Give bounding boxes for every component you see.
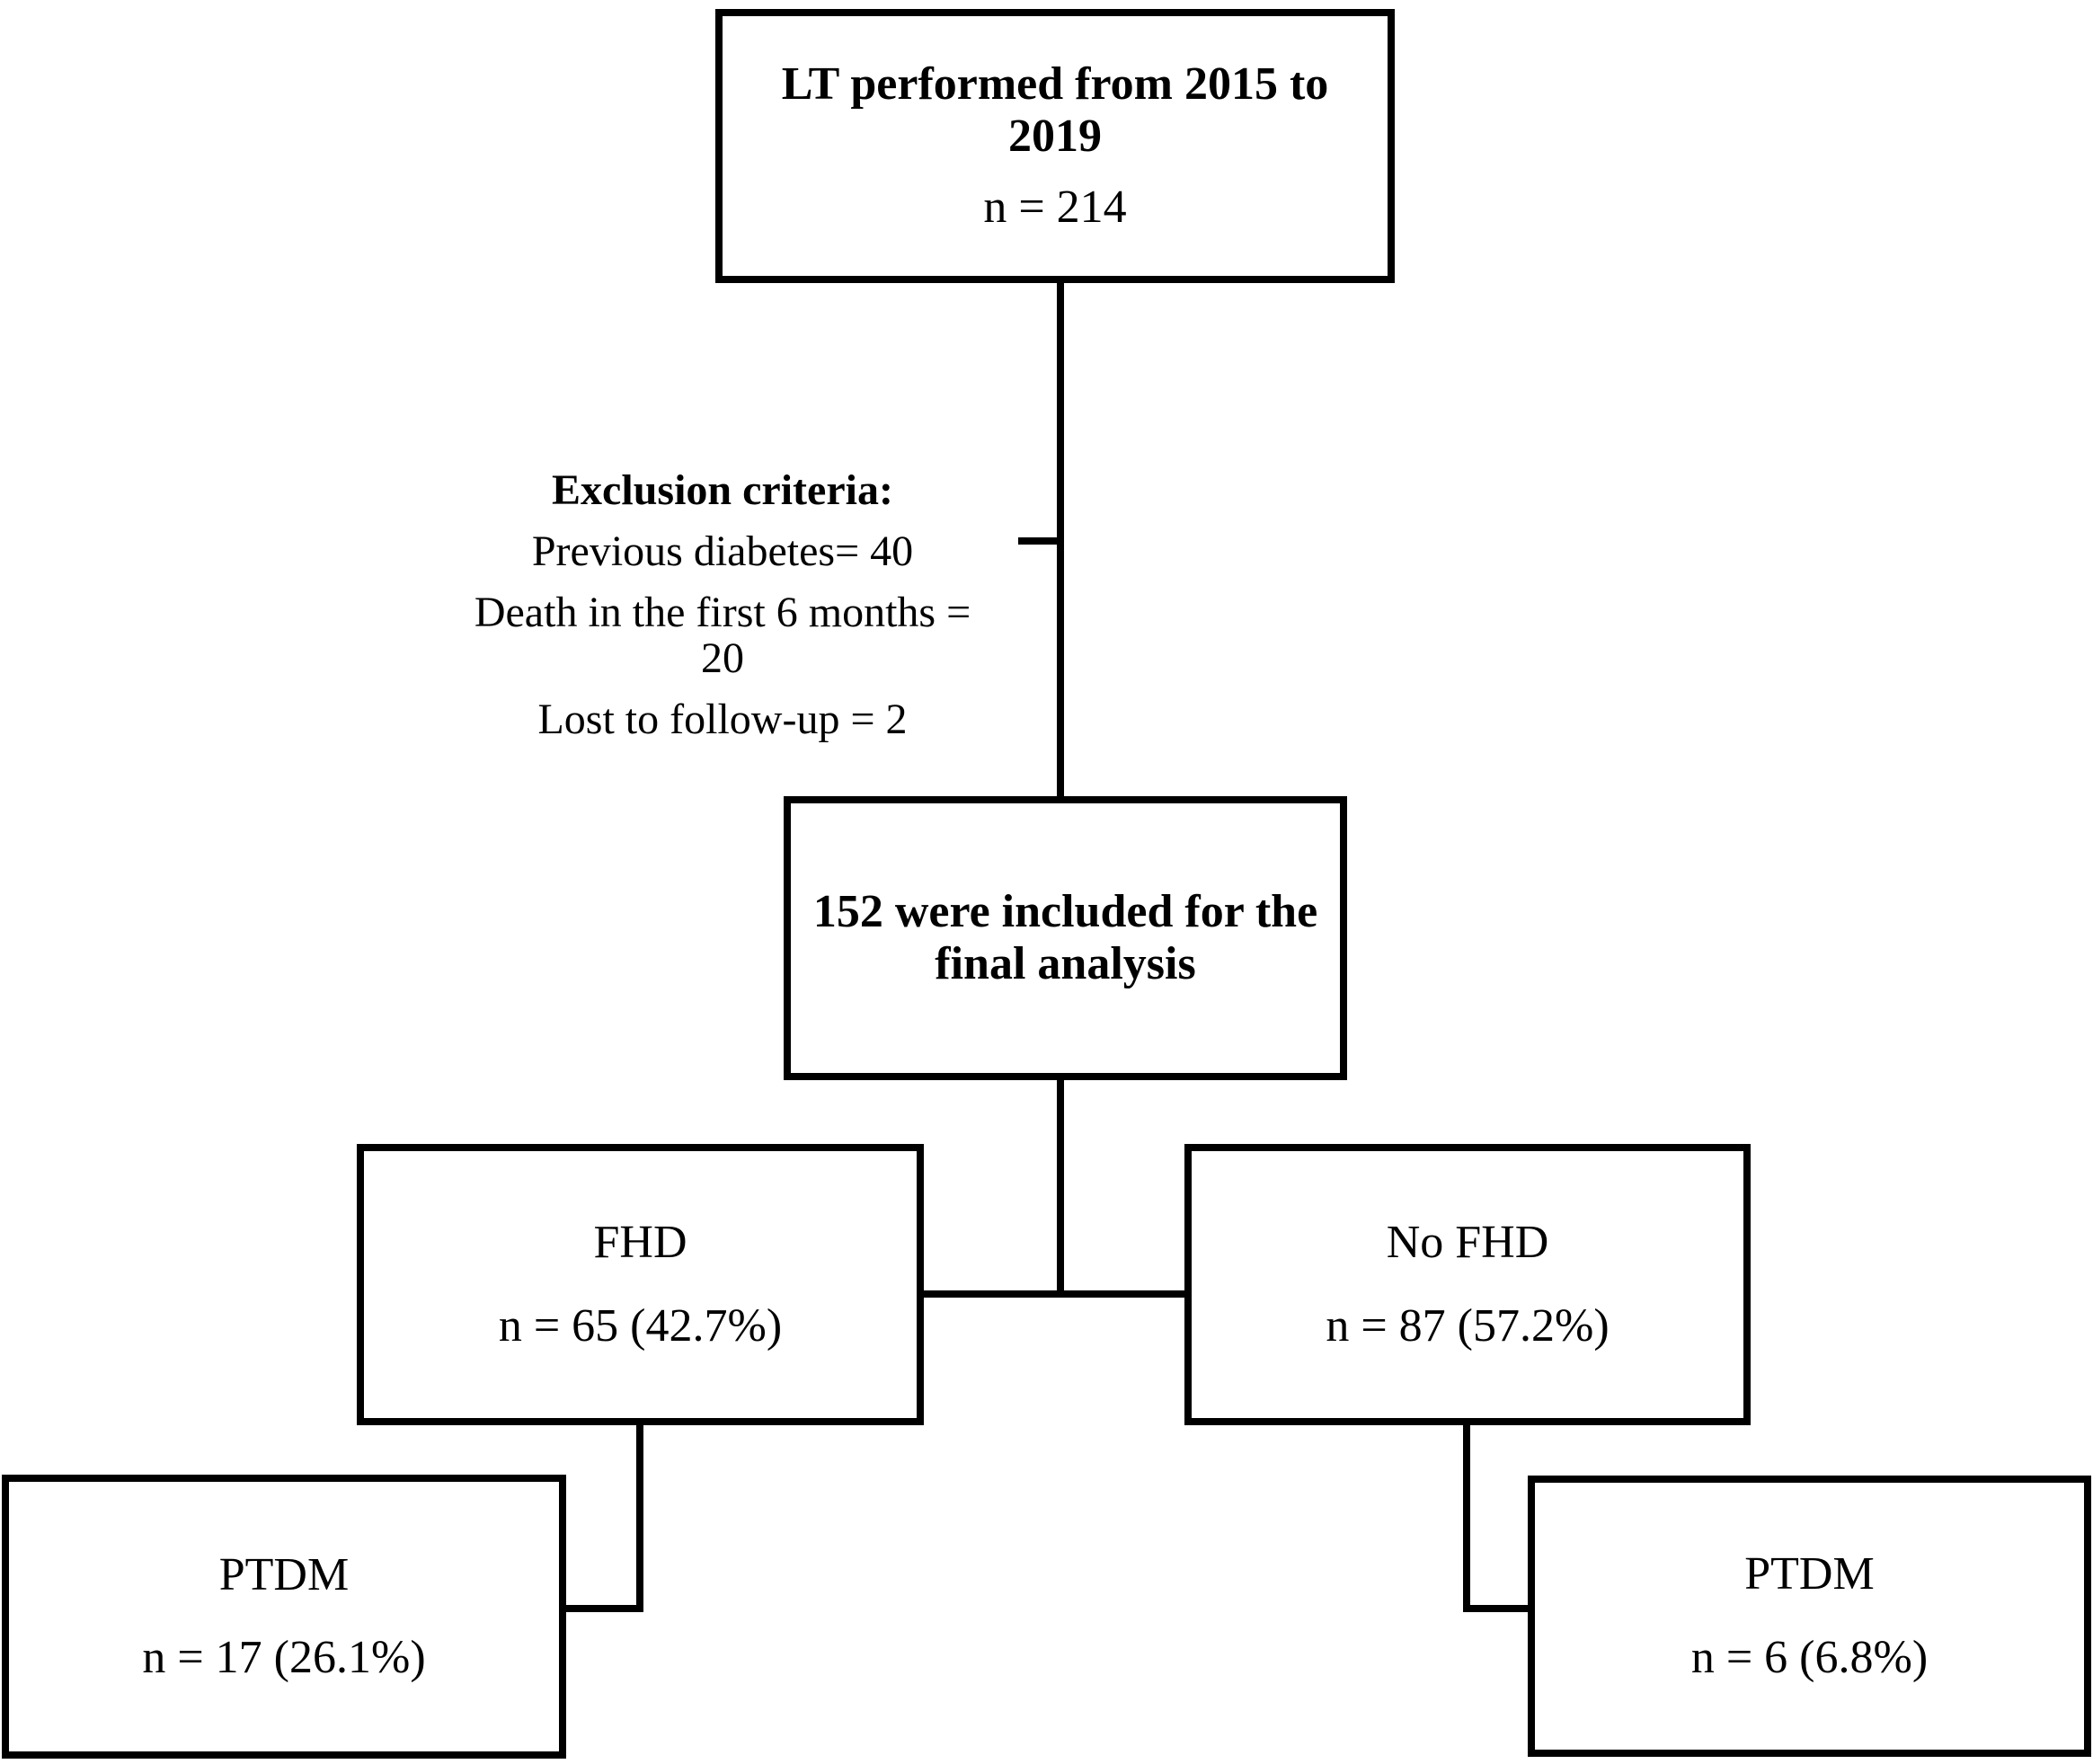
- exclusion-item-line: 20: [701, 634, 744, 683]
- fhd-ptdm-box-count: n = 17 (26.1%): [142, 1632, 426, 1683]
- connector-included-down: [1057, 1080, 1064, 1298]
- exclusion-item-line: Previous diabetes= 40: [531, 527, 914, 575]
- fhd-box-title: FHD: [593, 1217, 687, 1269]
- initial-box-count: n = 214: [983, 181, 1127, 233]
- fhd-drop-line: [636, 1425, 643, 1612]
- exclusion-item-line: Lost to follow-up = 2: [537, 696, 908, 744]
- fhd-box-count: n = 65 (42.7%): [498, 1299, 783, 1352]
- fhd-box: FHD n = 65 (42.7%): [357, 1144, 924, 1425]
- exclusion-header: Exclusion criteria:: [552, 466, 893, 514]
- no-fhd-ptdm-box-count: n = 6 (6.8%): [1690, 1631, 1929, 1683]
- split-horizontal-line: [924, 1290, 1184, 1298]
- initial-box: LT performed from 2015 to 2019 n = 214: [715, 9, 1395, 283]
- exclusion-item: Lost to follow-up = 2: [408, 696, 1037, 743]
- initial-box-title: LT performed from 2015 to 2019: [781, 58, 1329, 163]
- no-fhd-box: No FHD n = 87 (57.2%): [1184, 1144, 1751, 1425]
- fhd-ptdm-box: PTDM n = 17 (26.1%): [2, 1475, 566, 1759]
- no-fhd-box-title: No FHD: [1386, 1217, 1549, 1269]
- exclusion-items: Previous diabetes= 40 Death in the first …: [408, 527, 1037, 743]
- no-fhd-ptdm-box-title: PTDM: [1744, 1548, 1875, 1600]
- exclusion-item-line: Death in the first 6 months =: [474, 588, 971, 636]
- no-fhd-drop-line: [1463, 1425, 1470, 1612]
- fhd-elbow-line: [561, 1605, 643, 1612]
- fhd-ptdm-box-title: PTDM: [218, 1548, 350, 1600]
- no-fhd-elbow-line: [1463, 1605, 1531, 1612]
- exclusion-tick-line: [1018, 537, 1064, 545]
- exclusion-item: Death in the first 6 months =20: [408, 589, 1037, 683]
- exclusion-note: Exclusion criteria: Previous diabetes= 4…: [408, 467, 1037, 743]
- no-fhd-ptdm-box: PTDM n = 6 (6.8%): [1528, 1476, 2091, 1757]
- exclusion-item: Previous diabetes= 40: [408, 527, 1037, 575]
- included-box: 152 were included for the final analysis: [784, 796, 1347, 1080]
- included-box-title: 152 were included for the final analysis: [812, 885, 1318, 989]
- no-fhd-box-count: n = 87 (57.2%): [1326, 1299, 1610, 1352]
